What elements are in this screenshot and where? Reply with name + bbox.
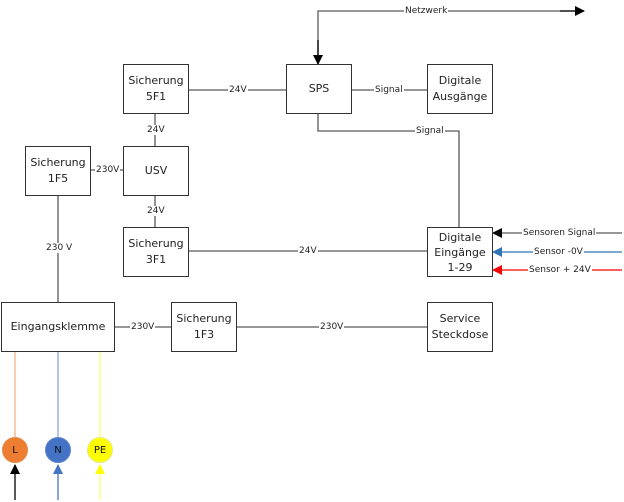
- block-service-steckdose: Service Steckdose: [427, 302, 493, 352]
- line-sps-eingaenge: [317, 114, 460, 227]
- label-klemme-1f3: 230V: [130, 322, 156, 332]
- block-label: 3F1: [145, 253, 167, 266]
- block-label: Sicherung: [128, 74, 184, 87]
- block-label: Steckdose: [431, 328, 489, 341]
- block-label: 1-29: [447, 260, 473, 274]
- block-label: Eingänge: [434, 245, 486, 259]
- label-sps-ausgaenge: Signal: [374, 85, 404, 95]
- label-netzwerk: Netzwerk: [404, 6, 449, 16]
- terminal-n: N: [45, 437, 71, 463]
- label-sensor-signal: Sensoren Signal: [522, 228, 597, 238]
- block-label: Ausgänge: [432, 90, 488, 103]
- terminal-label: L: [12, 444, 18, 456]
- label-1f3-steckdose: 230V: [319, 322, 345, 332]
- block-usv: USV: [123, 146, 189, 196]
- block-label: 1F3: [193, 328, 215, 341]
- block-label: 1F5: [47, 172, 69, 185]
- label-1f5-klemme: 230 V: [45, 243, 74, 253]
- block-label: Digitale: [438, 74, 482, 87]
- label-sensor-24v: Sensor + 24V: [528, 265, 592, 275]
- block-sicherung-1f5: Sicherung 1F5: [25, 146, 91, 196]
- block-label: Digitale: [438, 230, 482, 244]
- label-usv-3f1: 24V: [146, 206, 166, 216]
- block-label: Sicherung: [176, 312, 232, 325]
- label-1f5-usv: 230V: [95, 165, 121, 175]
- block-sicherung-3f1: Sicherung 3F1: [123, 227, 189, 277]
- terminal-label: N: [54, 444, 62, 456]
- block-eingangsklemme: Eingangsklemme: [1, 302, 115, 352]
- block-sicherung-1f3: Sicherung 1F3: [171, 302, 237, 352]
- label-5f1-sps: 24V: [228, 85, 248, 95]
- label-sensor-0v: Sensor -0V: [533, 247, 584, 257]
- block-label: Eingangsklemme: [10, 320, 106, 333]
- block-label: Sicherung: [128, 237, 184, 250]
- terminal-label: PE: [93, 444, 107, 456]
- terminal-l: L: [2, 437, 28, 463]
- block-label: USV: [144, 164, 168, 177]
- block-label: Sicherung: [30, 156, 86, 169]
- block-digitale-eingaenge: Digitale Eingänge 1-29: [427, 227, 493, 277]
- label-sps-eingaenge: Signal: [415, 126, 445, 136]
- block-label: Service: [439, 312, 481, 325]
- label-3f1-eingaenge: 24V: [298, 246, 318, 256]
- label-5f1-usv: 24V: [146, 125, 166, 135]
- terminal-pe: PE: [87, 437, 113, 463]
- netzwerk-line: [317, 10, 584, 64]
- block-sicherung-5f1: Sicherung 5F1: [123, 64, 189, 114]
- block-label: 5F1: [145, 90, 167, 103]
- block-sps: SPS: [286, 64, 352, 114]
- block-digitale-ausgaenge: Digitale Ausgänge: [427, 64, 493, 114]
- block-label: SPS: [308, 82, 330, 95]
